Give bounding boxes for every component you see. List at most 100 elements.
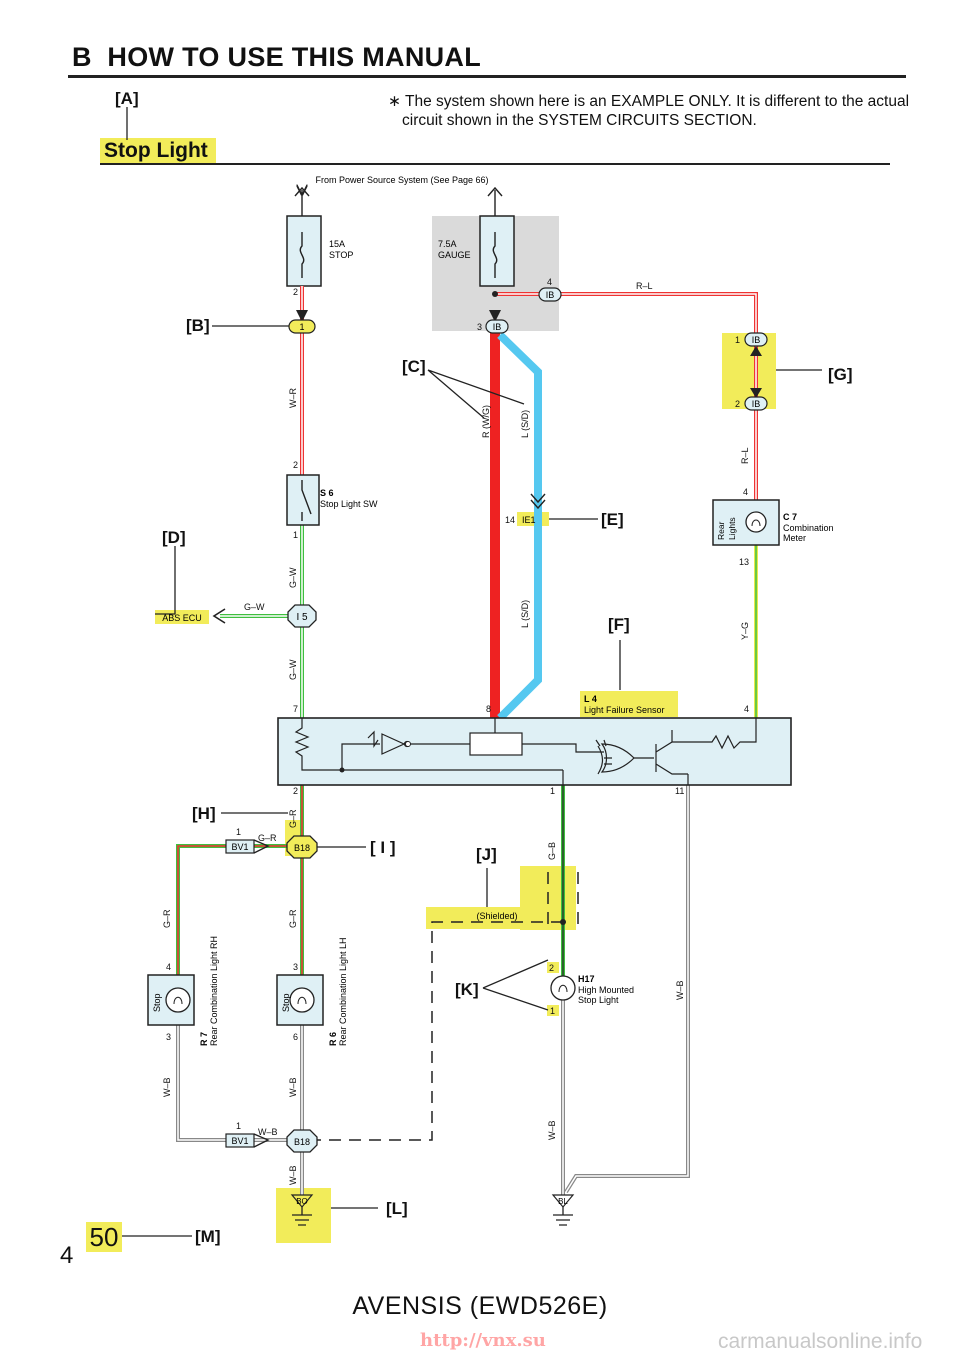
callout-f: [F]	[608, 615, 630, 634]
wire-label-w-b-hmsl: W–B	[547, 1120, 557, 1140]
sensor-internal-circuit	[294, 718, 757, 785]
svg-text:B18: B18	[294, 1137, 310, 1147]
wire-label-w-r: W–R	[288, 388, 298, 409]
pin-4-sensor: 4	[744, 704, 749, 714]
connector-ib-4: IB	[538, 287, 562, 302]
example-note: ∗ The system shown here is an EXAMPLE ON…	[388, 92, 909, 130]
connector-bv1-top: BV1	[225, 839, 270, 854]
hmsl-name-2: Stop Light	[578, 995, 619, 1005]
pin-2-ib: 2	[735, 399, 740, 409]
callout-i: [ I ]	[370, 838, 396, 857]
note-mark: ∗	[388, 93, 401, 110]
fuse-gauge-icon	[492, 232, 498, 278]
header-rule	[68, 75, 906, 78]
callout-l: [L]	[386, 1199, 408, 1218]
ground-bl-label: BL	[558, 1197, 568, 1206]
callout-b: [B]	[186, 316, 210, 335]
reference-page-box: 50	[86, 1222, 122, 1252]
meter-code: C 7	[783, 512, 797, 522]
pin-2-hmsl: 2	[549, 963, 554, 973]
shield-lines	[547, 872, 579, 930]
pin-1-ib: 1	[735, 335, 740, 345]
footer-url[interactable]: http://vnx.su	[420, 1330, 546, 1351]
pin-7-sensor: 7	[293, 704, 298, 714]
wire-label-g-r-h: G–R	[288, 809, 298, 828]
page-number: 4	[60, 1242, 74, 1269]
callout-c: [C]	[402, 357, 426, 376]
pin-1-sw: 1	[293, 530, 298, 540]
system-title-rule	[100, 163, 890, 165]
high-mounted-stop-light	[550, 975, 576, 1001]
connector-ie1: IE1	[522, 515, 536, 525]
wire-label-r-l: R–L	[740, 447, 750, 464]
pin-8-sensor: 8	[486, 704, 491, 714]
callout-leaders	[122, 107, 822, 1237]
callout-d: [D]	[162, 528, 186, 547]
junction-b18-top: B18	[286, 835, 318, 859]
meter-bulb-icon	[745, 511, 767, 533]
stop-sw-code: S 6	[320, 488, 334, 498]
ground-bo-label: BO	[296, 1197, 308, 1206]
stop-light-switch	[286, 474, 320, 526]
svg-text:BV1: BV1	[231, 842, 248, 852]
pin-2-sw: 2	[293, 460, 298, 470]
pin-1-hmsl: 1	[550, 1006, 555, 1016]
system-title: Stop Light	[100, 138, 216, 165]
fuse-stop-icon	[299, 232, 305, 278]
pin-3-ib: 3	[477, 322, 482, 332]
shielded-label: (Shielded)	[476, 911, 517, 921]
connector-ib-3: IB	[485, 319, 509, 334]
meter-name-1: Combination	[783, 523, 834, 533]
lamp-rh-code: R 7	[199, 1032, 209, 1046]
pin-1-sensor: 1	[550, 786, 555, 796]
wire-label-l-sd-2: L (S/D)	[520, 600, 530, 628]
callout-j: [J]	[476, 845, 497, 864]
wire-label-g-r-lh: G–R	[288, 909, 298, 928]
wire-label-g-w-abs: G–W	[244, 602, 265, 612]
lamp-lh-sub: Stop	[281, 993, 291, 1012]
lamp-lh-code: R 6	[328, 1032, 338, 1046]
wire-l-sd	[497, 332, 542, 721]
fuse-stop	[286, 215, 322, 287]
connector-ib-1: IB	[744, 332, 768, 347]
pin-4-ib: 4	[547, 277, 552, 287]
shield-label-box	[426, 907, 576, 929]
wire-w-b-rh	[176, 1015, 292, 1142]
connector-bv1-bottom: BV1	[225, 1133, 270, 1148]
pin-11-sensor: 11	[675, 786, 684, 796]
section-title: HOW TO USE THIS MANUAL	[107, 42, 482, 72]
note-line-2: circuit shown in the SYSTEM CIRCUITS SEC…	[402, 112, 757, 129]
wire-label-r-l-top: R–L	[636, 281, 653, 291]
section-letter: B	[72, 42, 92, 72]
wire-label-y-g: Y–G	[740, 622, 750, 640]
pin-14-ie1: 14	[505, 515, 515, 525]
wire-label-r-wg: R (W/G)	[481, 405, 491, 438]
shield-drain	[312, 921, 563, 1141]
abs-ecu-label: ABS ECU	[162, 613, 202, 623]
fuse-gauge-name: GAUGE	[438, 250, 471, 260]
callout-h: [H]	[192, 804, 216, 823]
power-source-label: From Power Source System (See Page 66)	[315, 175, 488, 185]
svg-text:IB: IB	[752, 335, 761, 345]
page-header-title: B HOW TO USE THIS MANUAL	[72, 42, 481, 73]
fuse-gauge-rating: 7.5A	[438, 239, 457, 249]
fuse-stop-name: STOP	[329, 250, 353, 260]
power-arrowheads	[294, 186, 503, 197]
svg-text:IB: IB	[546, 290, 555, 300]
lamp-rh-name: Rear Combination Light RH	[209, 936, 219, 1046]
svg-text:1: 1	[299, 322, 304, 332]
pin-3-lh: 3	[293, 962, 298, 972]
wire-label-w-b-rh: W–B	[162, 1077, 172, 1097]
note-line-1: The system shown here is an EXAMPLE ONLY…	[405, 93, 910, 110]
connector-ib-2: IB	[744, 396, 768, 411]
svg-text:IB: IB	[752, 399, 761, 409]
wire-g-r-rh	[176, 844, 292, 990]
wire-label-w-b-bo: W–B	[288, 1165, 298, 1185]
svg-text:I 5: I 5	[296, 612, 308, 623]
pin-2-sensor: 2	[293, 786, 298, 796]
pin-4-meter: 4	[743, 487, 748, 497]
wire-label-w-b-lh: W–B	[288, 1077, 298, 1097]
hmsl-code: H17	[578, 974, 595, 984]
watermark: carmanualsonline.info	[718, 1330, 923, 1353]
